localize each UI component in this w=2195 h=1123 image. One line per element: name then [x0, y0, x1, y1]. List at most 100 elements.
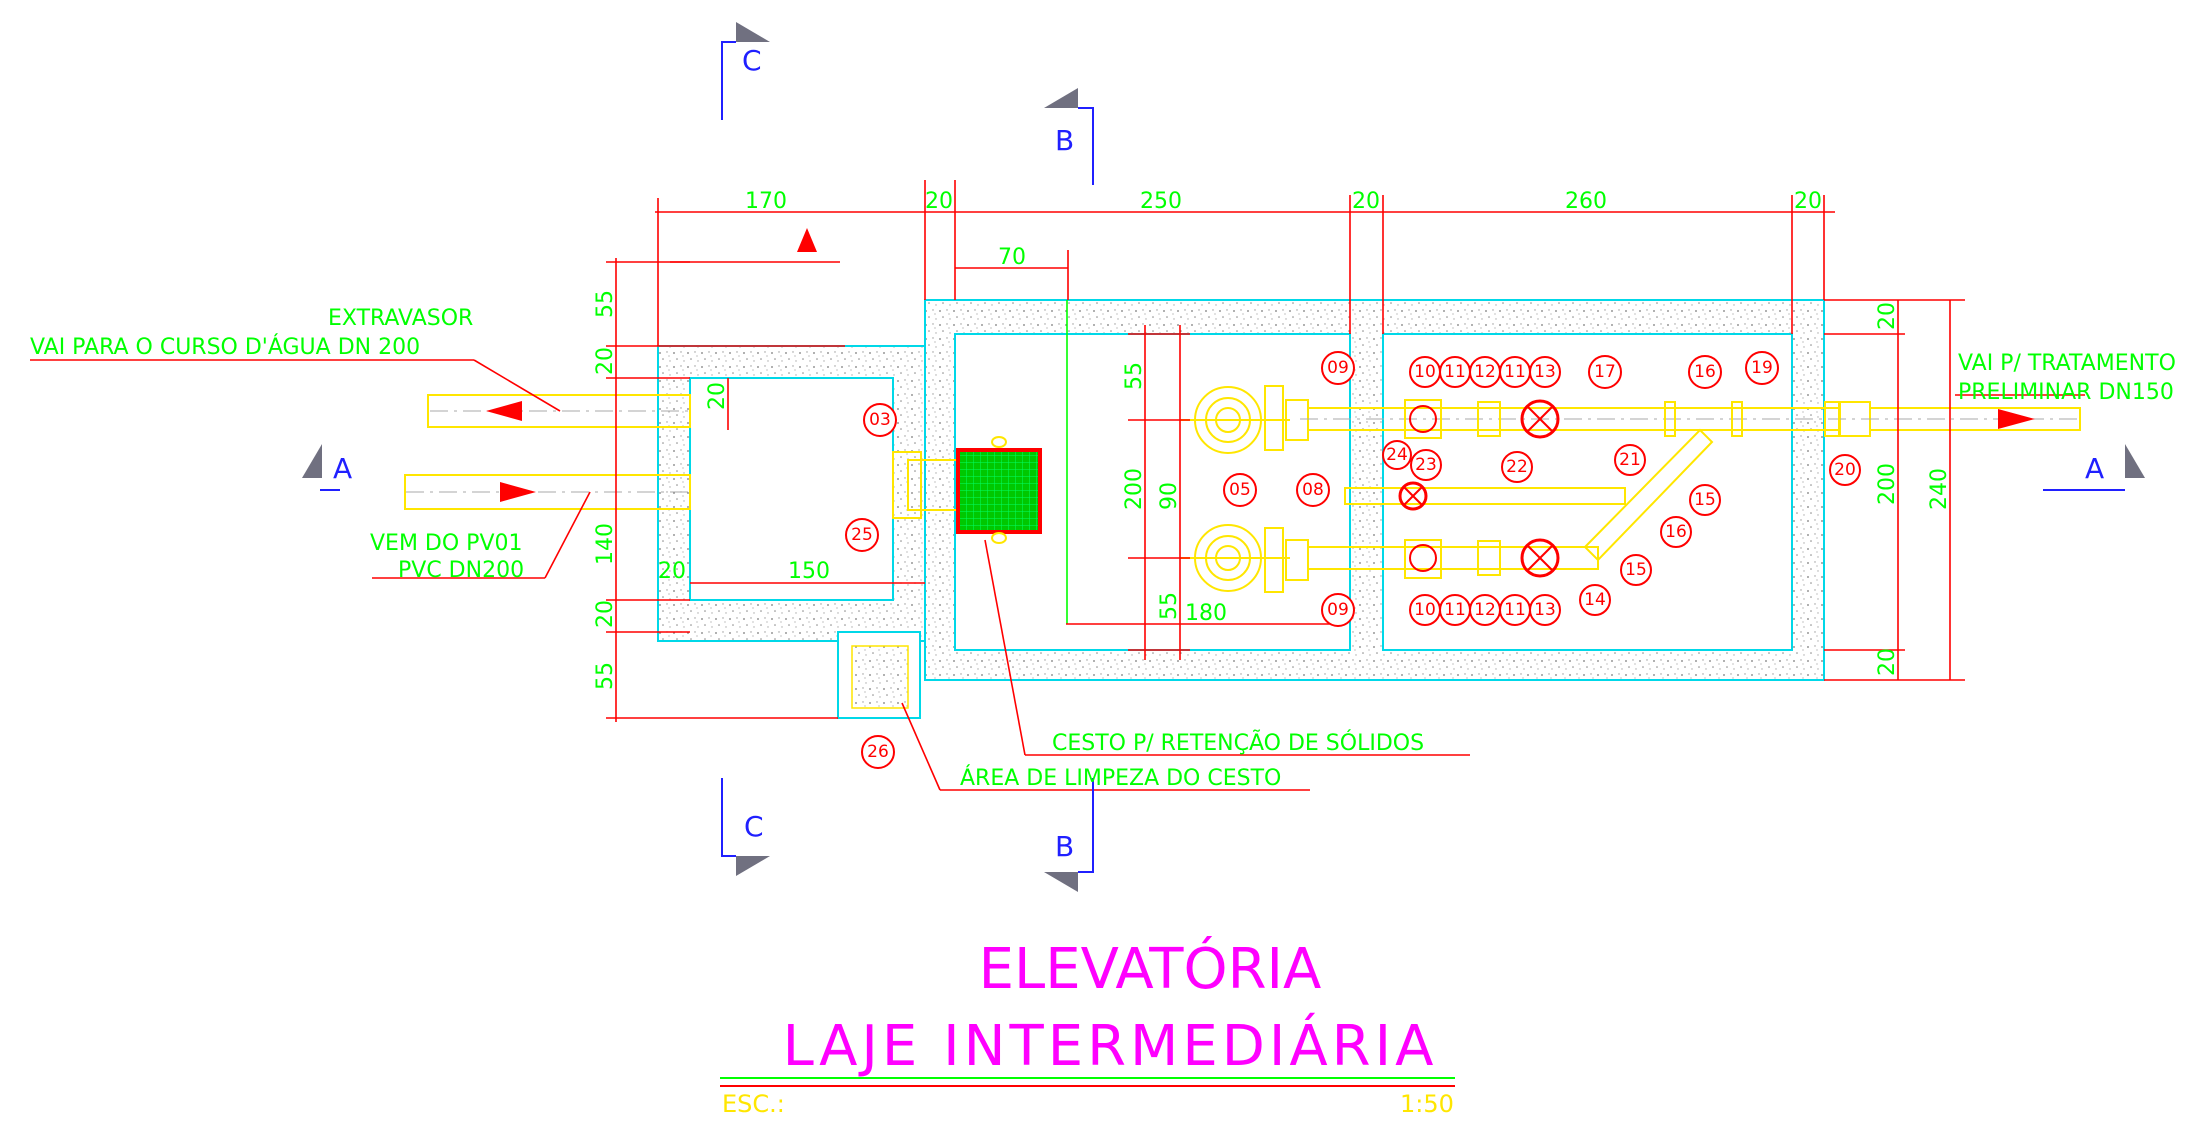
svg-text:03: 03 [869, 410, 891, 430]
bubble-08: 08 [1296, 473, 1330, 507]
svg-text:20: 20 [1875, 648, 1900, 676]
bubble-03: 03 [863, 403, 897, 437]
callout-bubbles: 03 25 26 05 08 09 09 10 11 12 11 13 17 1… [845, 351, 1861, 769]
svg-text:12: 12 [1474, 362, 1496, 382]
svg-text:70: 70 [998, 245, 1026, 270]
svg-text:20: 20 [1875, 302, 1900, 330]
section-a-left: A [302, 444, 352, 491]
svg-text:B: B [1055, 830, 1074, 863]
bubble-20: 20 [1829, 454, 1861, 486]
svg-text:150: 150 [788, 559, 830, 584]
svg-text:20: 20 [593, 347, 618, 375]
svg-text:26: 26 [867, 742, 889, 762]
valve-group-upper [1404, 399, 1743, 439]
left-chamber-wall [658, 346, 925, 641]
svg-text:12: 12 [1474, 600, 1496, 620]
svg-text:180: 180 [1185, 601, 1227, 626]
title-line-1: ELEVATÓRIA [979, 937, 1322, 1002]
svg-text:09: 09 [1327, 358, 1349, 378]
scale-label: ESC.: [722, 1090, 785, 1118]
bubble-17: 17 [1588, 355, 1622, 389]
svg-text:10: 10 [1414, 362, 1436, 382]
svg-text:05: 05 [1229, 480, 1251, 500]
svg-text:EXTRAVASOR: EXTRAVASOR [328, 306, 473, 331]
valve-group-lower [1404, 538, 1560, 579]
bubble-11b: 11 [1499, 356, 1531, 388]
svg-text:PRELIMINAR DN150: PRELIMINAR DN150 [1958, 380, 2174, 405]
svg-text:11: 11 [1504, 362, 1526, 382]
svg-text:140: 140 [593, 523, 618, 565]
svg-text:20: 20 [925, 189, 953, 214]
bubble-15b: 15 [1620, 554, 1652, 586]
svg-text:16: 16 [1665, 522, 1687, 542]
section-markers: C B A A C B [302, 22, 2145, 892]
overflow-pipe [427, 394, 691, 428]
svg-text:90: 90 [1157, 482, 1182, 510]
svg-text:20: 20 [1834, 460, 1856, 480]
bubble-22: 22 [1501, 451, 1533, 483]
bubble-11a: 11 [1439, 356, 1471, 388]
svg-text:20: 20 [658, 559, 686, 584]
bubble-16a: 16 [1688, 355, 1722, 389]
svg-text:55: 55 [1122, 362, 1147, 390]
svg-text:250: 250 [1140, 189, 1182, 214]
svg-text:25: 25 [851, 525, 873, 545]
bubble-11c: 11 [1439, 594, 1471, 626]
svg-text:24: 24 [1386, 445, 1408, 465]
svg-text:170: 170 [745, 189, 787, 214]
title-block: ELEVATÓRIA LAJE INTERMEDIÁRIA ESC.: 1:50 [720, 937, 1455, 1118]
pump-lower [1180, 524, 1290, 592]
bubble-12b: 12 [1469, 594, 1501, 626]
bubble-24: 24 [1382, 440, 1412, 470]
structure [657, 299, 1825, 719]
dimension-labels: 170 20 250 20 260 20 70 55 20 140 20 55 … [593, 189, 1952, 690]
svg-text:11: 11 [1444, 600, 1466, 620]
svg-text:20: 20 [1794, 189, 1822, 214]
manifold-diagonal [1583, 428, 1714, 562]
bubble-14: 14 [1579, 584, 1611, 616]
bubble-13b: 13 [1529, 594, 1561, 626]
svg-text:55: 55 [593, 290, 618, 318]
discharge-pipe-lower [1307, 546, 1599, 570]
svg-text:55: 55 [1157, 592, 1182, 620]
svg-text:VEM DO PV01: VEM DO PV01 [370, 531, 523, 556]
svg-text:21: 21 [1619, 450, 1641, 470]
solids-basket [956, 448, 1042, 534]
bubble-15a: 15 [1689, 484, 1721, 516]
svg-text:17: 17 [1594, 362, 1616, 382]
svg-text:ÁREA DE LIMPEZA DO CESTO: ÁREA DE LIMPEZA DO CESTO [960, 765, 1281, 791]
svg-text:55: 55 [593, 662, 618, 690]
svg-text:10: 10 [1414, 600, 1436, 620]
main-structure-wall [925, 300, 1824, 680]
inlet-pipe [404, 474, 691, 510]
bubble-26: 26 [861, 735, 895, 769]
bubble-12a: 12 [1469, 356, 1501, 388]
title-line-2: LAJE INTERMEDIÁRIA [783, 1014, 1438, 1079]
bubble-09a: 09 [1321, 351, 1355, 385]
bubble-25: 25 [845, 518, 879, 552]
bubble-23: 23 [1410, 449, 1442, 481]
bubble-16b: 16 [1660, 516, 1692, 548]
svg-text:A: A [333, 452, 352, 485]
svg-text:PVC DN200: PVC DN200 [398, 558, 524, 583]
svg-text:19: 19 [1751, 358, 1773, 378]
svg-text:200: 200 [1122, 468, 1147, 510]
svg-text:14: 14 [1584, 590, 1606, 610]
flow-arrows [486, 228, 2035, 502]
bubble-21: 21 [1614, 444, 1646, 476]
svg-text:15: 15 [1625, 560, 1647, 580]
svg-text:08: 08 [1302, 480, 1324, 500]
bubble-19: 19 [1745, 351, 1779, 385]
bubble-10a: 10 [1409, 356, 1441, 388]
svg-text:A: A [2085, 452, 2104, 485]
section-c-top: C [721, 22, 770, 120]
pump-upper [1180, 386, 1290, 454]
svg-text:23: 23 [1415, 455, 1437, 475]
svg-text:11: 11 [1444, 362, 1466, 382]
scale-value: 1:50 [1400, 1090, 1454, 1118]
section-b-top: B [1044, 88, 1094, 185]
notes: EXTRAVASOR VAI PARA O CURSO D'ÁGUA DN 20… [30, 306, 2176, 791]
bubble-13a: 13 [1529, 356, 1561, 388]
svg-text:13: 13 [1534, 362, 1556, 382]
